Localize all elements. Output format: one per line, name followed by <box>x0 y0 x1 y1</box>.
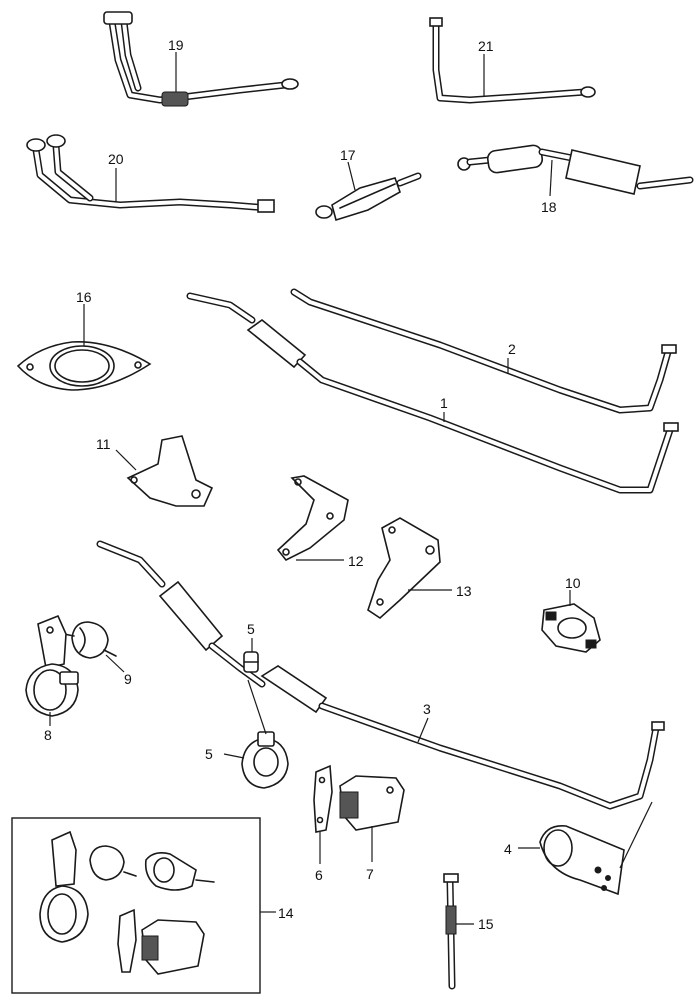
callout-5-top: 5 <box>247 621 255 637</box>
part-14-mounting-kit-box <box>11 817 261 994</box>
callout-5-bottom: 5 <box>205 746 213 762</box>
part-11-bracket <box>126 435 214 507</box>
part-6-strap <box>313 764 333 833</box>
callout-12: 12 <box>348 553 364 569</box>
part-5-clamp-top <box>243 651 259 673</box>
callout-7: 7 <box>366 866 374 882</box>
part-18-rear-silencers <box>457 144 694 195</box>
callout-19: 19 <box>168 37 184 53</box>
part-8-clamp-bracket <box>25 614 79 717</box>
callout-9: 9 <box>124 671 132 687</box>
callout-16: 16 <box>76 289 92 305</box>
callout-1: 1 <box>440 395 448 411</box>
part-9-rubber-mount <box>63 621 117 659</box>
part-14-mounting-kit <box>39 830 215 975</box>
part-12-bracket <box>276 475 349 562</box>
callout-13: 13 <box>456 583 472 599</box>
callout-18: 18 <box>541 199 557 215</box>
callout-6: 6 <box>315 867 323 883</box>
leader-18 <box>549 159 553 197</box>
part-17-catalytic-converter <box>315 172 422 222</box>
callout-8: 8 <box>44 727 52 743</box>
callout-3: 3 <box>423 701 431 717</box>
callout-15: 15 <box>478 916 494 932</box>
callout-14: 14 <box>278 905 294 921</box>
callout-2: 2 <box>508 341 516 357</box>
leader-11 <box>115 449 137 471</box>
part-10-rubber-mount <box>541 603 601 653</box>
callout-21: 21 <box>478 38 494 54</box>
part-7-rubber-block <box>339 775 405 831</box>
callout-4: 4 <box>504 841 512 857</box>
part-4-rear-clamp <box>539 825 625 896</box>
part-3-rear-system <box>96 540 665 810</box>
part-15-tail-trim <box>443 873 459 990</box>
callout-10: 10 <box>565 575 581 591</box>
part-19-front-pipe <box>103 11 299 107</box>
leader-17 <box>347 161 356 191</box>
leader-5-pointer <box>247 679 267 735</box>
part-20-twin-front-pipe <box>26 134 275 213</box>
leader-3 <box>417 717 429 743</box>
part-13-bracket <box>367 517 441 620</box>
callout-20: 20 <box>108 151 124 167</box>
leader-9 <box>105 654 125 673</box>
callout-17: 17 <box>340 147 356 163</box>
part-1-tail-pipe-with-silencer <box>186 292 679 494</box>
part-16-gasket <box>16 341 152 391</box>
part-5-clamp-bottom <box>241 731 289 789</box>
leader-4-pointer <box>619 801 653 869</box>
part-21-pipe <box>429 17 596 104</box>
part-2-tail-pipe <box>290 288 677 414</box>
leader-5-bottom <box>223 753 245 759</box>
callout-11: 11 <box>96 436 111 452</box>
